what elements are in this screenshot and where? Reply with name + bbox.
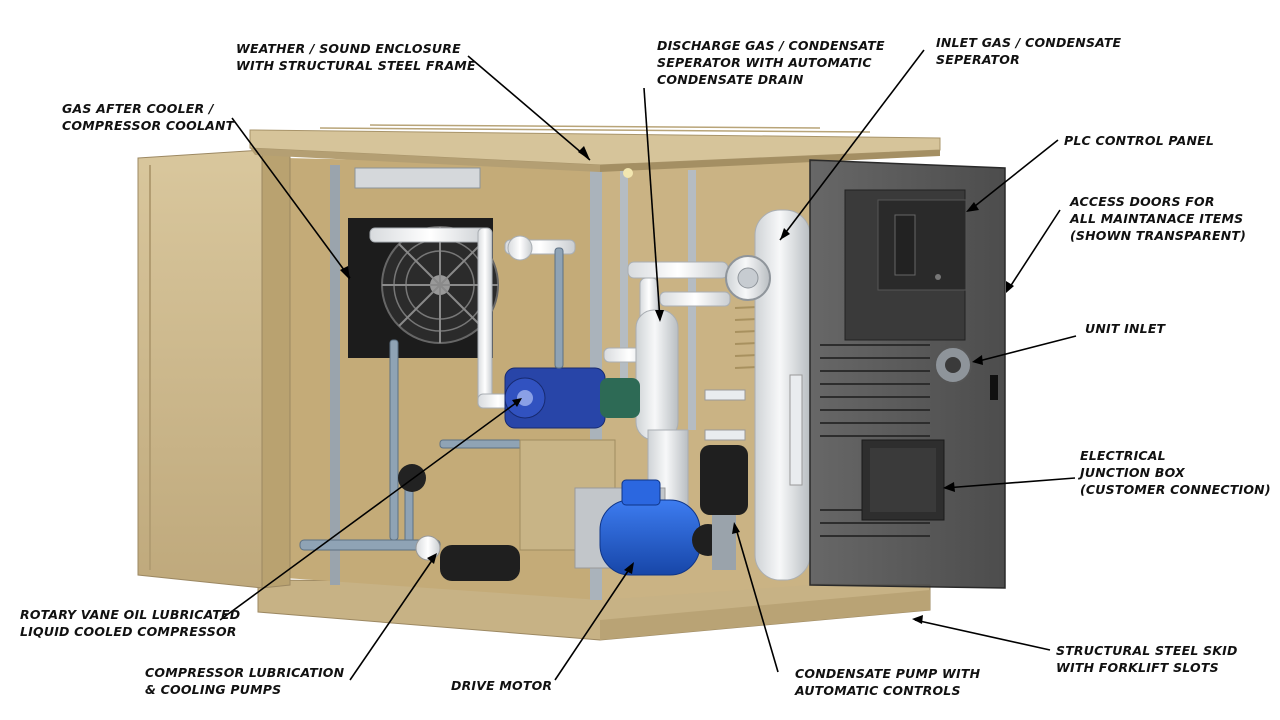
- label-line: SEPERATOR: [936, 52, 1020, 67]
- label-line: ELECTRICAL: [1080, 448, 1166, 463]
- label-line: DRIVE MOTOR: [451, 678, 553, 693]
- leader-arrowheads: [340, 146, 1014, 624]
- enclosure-roof: [249, 124, 941, 189]
- label-line: CONDENSATE PUMP WITH: [795, 666, 981, 681]
- drive-motor: [519, 439, 724, 576]
- label-line: COMPRESSOR COOLANT: [62, 118, 235, 133]
- label-condensate-pump: CONDENSATE PUMP WITH AUTOMATIC CONTROLS: [795, 665, 980, 699]
- label-line: UNIT INLET: [1085, 321, 1166, 336]
- label-line: & COOLING PUMPS: [145, 682, 282, 697]
- label-line: GAS AFTER COOLER /: [62, 101, 214, 116]
- label-line: ACCESS DOORS FOR: [1070, 194, 1215, 209]
- plc-control-panel: [844, 189, 967, 341]
- label-line: WEATHER / SOUND ENCLOSURE: [236, 41, 461, 56]
- label-line: (CUSTOMER CONNECTION): [1080, 482, 1271, 497]
- label-skid: STRUCTURAL STEEL SKID WITH FORKLIFT SLOT…: [1056, 642, 1238, 676]
- label-line: WITH STRUCTURAL STEEL FRAME: [236, 58, 476, 73]
- label-after-cooler: GAS AFTER COOLER / COMPRESSOR COOLANT: [62, 100, 234, 134]
- label-junction-box: ELECTRICAL JUNCTION BOX (CUSTOMER CONNEC…: [1080, 447, 1271, 498]
- label-line: INLET GAS / CONDENSATE: [936, 35, 1122, 50]
- label-line: STRUCTURAL STEEL SKID: [1056, 643, 1238, 658]
- label-line: DISCHARGE GAS / CONDENSATE: [657, 38, 885, 53]
- label-line: JUNCTION BOX: [1080, 465, 1185, 480]
- label-line: WITH FORKLIFT SLOTS: [1056, 660, 1219, 675]
- label-line: COMPRESSOR LUBRICATION: [145, 665, 345, 680]
- label-line: (SHOWN TRANSPARENT): [1070, 228, 1247, 243]
- label-discharge-separator: DISCHARGE GAS / CONDENSATE SEPERATOR WIT…: [657, 37, 885, 88]
- label-lube-pumps: COMPRESSOR LUBRICATION & COOLING PUMPS: [145, 664, 344, 698]
- label-line: LIQUID COOLED COMPRESSOR: [20, 624, 237, 639]
- left-access-door: [137, 149, 263, 589]
- electrical-junction-box: [861, 439, 945, 521]
- rotary-vane-compressor: [504, 367, 640, 429]
- label-line: ALL MAINTANACE ITEMS: [1070, 211, 1244, 226]
- label-compressor: ROTARY VANE OIL LUBRICATED LIQUID COOLED…: [20, 606, 240, 640]
- label-drive-motor: DRIVE MOTOR: [451, 677, 552, 694]
- label-line: PLC CONTROL PANEL: [1064, 133, 1215, 148]
- label-line: AUTOMATIC CONTROLS: [795, 683, 961, 698]
- unit-inlet-flange: [934, 346, 972, 384]
- label-line: CONDENSATE DRAIN: [657, 72, 804, 87]
- label-line: ROTARY VANE OIL LUBRICATED: [20, 607, 241, 622]
- label-inlet-separator: INLET GAS / CONDENSATE SEPERATOR: [936, 34, 1121, 68]
- label-line: SEPERATOR WITH AUTOMATIC: [657, 55, 872, 70]
- label-unit-inlet: UNIT INLET: [1085, 320, 1165, 337]
- inlet-separator-vessel: [725, 209, 811, 581]
- label-plc-panel: PLC CONTROL PANEL: [1064, 132, 1214, 149]
- label-access-doors: ACCESS DOORS FOR ALL MAINTANACE ITEMS (S…: [1070, 193, 1246, 244]
- label-enclosure: WEATHER / SOUND ENCLOSURE WITH STRUCTURA…: [236, 40, 476, 74]
- condensate-pump: [700, 389, 748, 570]
- leader-lines: [219, 49, 1077, 681]
